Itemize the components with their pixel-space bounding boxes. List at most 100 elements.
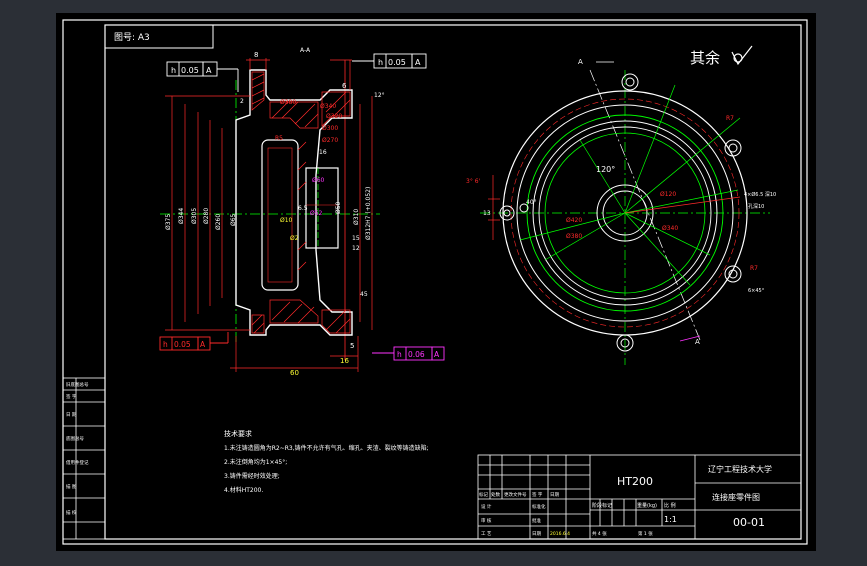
tol-value-4: 0.06: [408, 350, 425, 359]
left-strip-labels: 旧底图总号 签 字 日 期 底图总号 借用件登记 描 图 描 校: [66, 381, 89, 516]
technical-requirements: 技术要求 1.未注铸造圆角为R2~R3,铸件不允许有气孔、缩孔、夹渣、裂纹等铸造…: [224, 429, 429, 494]
tol-symbol-1: h: [171, 66, 176, 75]
dim-d300: Ø300: [322, 125, 338, 132]
header-count: 处数: [491, 491, 500, 498]
std-label: 标准化: [532, 503, 546, 510]
tol-symbol-4: h: [397, 350, 402, 359]
dim-right-top: 6: [342, 82, 347, 90]
holes-note: 4×Ø6.5 深10: [744, 191, 776, 198]
chamfer-note: 6×45°: [748, 288, 765, 294]
school-name: 辽宁工程技术大学: [708, 464, 772, 474]
dim-d380: Ø380: [280, 99, 296, 106]
approve-label: 批准: [532, 517, 541, 524]
tol-datum-4: A: [434, 350, 440, 359]
strip-row-3: 日 期: [66, 412, 77, 418]
dim-top-width: 8: [254, 51, 258, 59]
strip-row-6: 描 图: [66, 483, 77, 490]
angle-3-6: 3° 6': [466, 178, 481, 185]
dim-h12: 12: [352, 245, 360, 252]
dim-d260: Ø260: [215, 214, 222, 230]
dim-d280b: Ø280: [203, 208, 210, 224]
dim-d312: Ø312H7 (+0.052): [365, 187, 372, 240]
drawing-sheet: [56, 13, 816, 551]
dim-plan-d340: Ø340: [662, 225, 678, 232]
tolerance-frame-1: [166, 61, 239, 92]
format-label: 图号: A3: [114, 32, 150, 43]
strip-row-5: 借用件登记: [66, 459, 89, 466]
stage-label: 阶段标记: [592, 502, 612, 509]
tech-req-item-1: 1.未注铸造圆角为R2~R3,铸件不允许有气孔、缩孔、夹渣、裂纹等铸造缺陷;: [224, 444, 429, 452]
dim-d2: Ø2: [290, 235, 299, 242]
row-process: 工 艺: [481, 531, 492, 537]
dim-plan-13: 13: [483, 210, 491, 217]
dim-left-2: 2: [240, 98, 244, 105]
row-design: 设 计: [481, 503, 492, 510]
section-mark-top: A: [578, 58, 583, 66]
tech-req-title: 技术要求: [224, 429, 252, 438]
scale-value: 1:1: [664, 515, 677, 524]
tol-symbol-2: h: [378, 58, 383, 67]
title-block-text: HT200 辽宁工程技术大学 连接座零件图 00-01 比 例 1:1 重量(k…: [479, 464, 772, 537]
weight-label: 重量(kg): [637, 502, 657, 509]
tolerance-frame-2: [352, 53, 427, 69]
tol-datum-2: A: [415, 58, 421, 67]
dim-plan-d380: Ø380: [566, 233, 582, 240]
sheets-total: 共 4 张: [592, 530, 607, 537]
outer-border: [62, 19, 808, 545]
row-review: 审 核: [481, 517, 492, 524]
inner-border: [104, 24, 802, 540]
drawing-number: 00-01: [733, 516, 765, 529]
dim-h16: 16: [319, 149, 327, 156]
format-label-box: 图号: A3: [104, 24, 214, 49]
dim-bottom-5: 5: [350, 342, 354, 350]
radius-r7-bottom: R7: [750, 265, 758, 272]
header-mark: 标记: [479, 491, 488, 498]
title-block: [477, 454, 802, 540]
section-mark-bottom: A: [695, 338, 700, 346]
roughness-note: 其余: [690, 45, 753, 67]
section-view: A-A h 0.05 A h 0.05 A h 0.05 A h 0.06 A: [159, 47, 445, 377]
header-date: 日期: [550, 492, 559, 498]
roughness-text: 其余: [690, 49, 720, 67]
bolt-lugs: [499, 73, 742, 352]
tol-symbol-3: h: [163, 340, 168, 349]
hatch-top: [251, 71, 351, 129]
dim-d340: Ø340: [320, 103, 336, 110]
dim-d344: Ø344: [178, 208, 185, 224]
holes-note-2: 孔深10: [748, 203, 764, 210]
angle-120: 120°: [596, 165, 615, 174]
tol-value-2: 0.05: [388, 58, 406, 67]
dim-d50: Ø50: [335, 201, 342, 214]
tol-datum-3: A: [200, 340, 206, 349]
hatch-bottom: [251, 299, 351, 334]
header-sign: 签 字: [532, 491, 543, 498]
dim-plan-40: 40°: [526, 199, 537, 206]
tol-value-3: 0.05: [174, 340, 191, 349]
plan-view: A A: [466, 58, 776, 365]
dim-h65: 6.5: [298, 205, 308, 212]
dim-d270: Ø270: [322, 137, 338, 144]
dim-plan-d120: Ø120: [660, 191, 676, 198]
dim-d310: Ø310: [353, 209, 360, 225]
dim-plan-d420: Ø420: [566, 217, 582, 224]
dim-d320: Ø320: [326, 113, 342, 120]
section-label: A-A: [300, 47, 311, 54]
dim-d10: Ø10: [280, 217, 293, 224]
dim-h15: 15: [352, 235, 360, 242]
header-file: 更改文件号: [504, 491, 527, 498]
dim-d305: Ø305: [191, 208, 198, 224]
dim-right-chamfer: 12°: [374, 92, 385, 99]
date-value: 2016.6.4: [550, 531, 570, 537]
strip-row-4: 底图总号: [66, 435, 84, 442]
tolerance-frame-4: [372, 346, 445, 361]
left-strip: [62, 377, 106, 540]
tolerance-frame-3: [159, 332, 229, 351]
tol-datum-1: A: [206, 66, 212, 75]
sheet-number: 第 1 张: [638, 530, 653, 537]
dim-d60: Ø60: [312, 177, 325, 184]
dim-d375: Ø375: [165, 214, 172, 230]
material: HT200: [617, 475, 653, 488]
dim-d52: Ø52: [310, 210, 323, 217]
dim-h45: 45: [360, 291, 368, 298]
